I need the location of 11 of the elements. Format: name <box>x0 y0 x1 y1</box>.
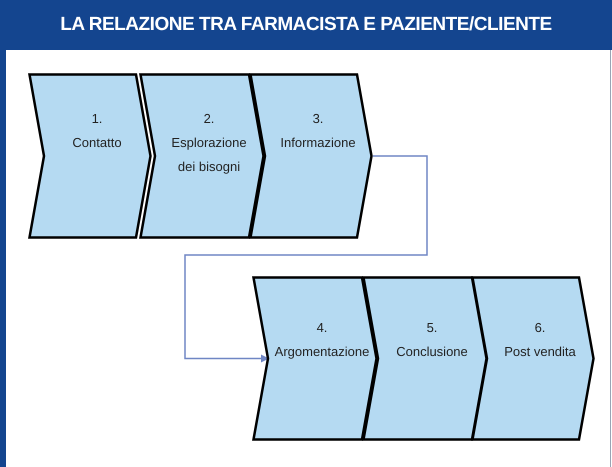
step-label: Contatto <box>72 134 122 152</box>
step-label: Esplorazione dei bisogni <box>170 134 248 176</box>
step-number: 4. <box>316 319 328 337</box>
step-label: Post vendita <box>504 343 576 361</box>
step-label: Informazione <box>280 134 356 152</box>
step-label: Argomentazione <box>274 343 370 361</box>
step-number: 1. <box>92 110 102 128</box>
connector-arrow <box>184 155 428 362</box>
step-number: 2. <box>204 110 214 128</box>
step-number: 3. <box>312 110 324 128</box>
step-number: 6. <box>534 319 546 337</box>
